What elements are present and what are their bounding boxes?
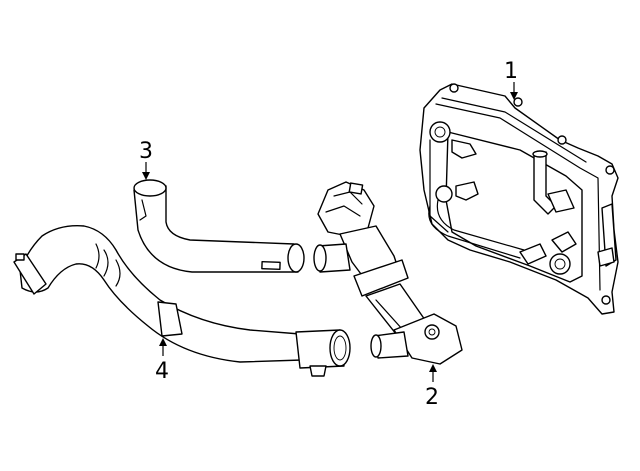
part-3-elbow-hose: [133, 179, 305, 273]
part-2-connector: [313, 181, 463, 365]
part-4-long-hose: [13, 225, 351, 377]
callout-3-label: 3: [139, 139, 153, 164]
callout-4-label: 4: [155, 359, 169, 384]
callout-3: 3: [139, 139, 153, 180]
callout-1-label: 1: [504, 59, 518, 84]
callout-1: 1: [504, 59, 518, 100]
callout-1-arrow: [510, 92, 518, 100]
callout-4-arrow: [159, 338, 167, 346]
callout-3-arrow: [142, 172, 150, 180]
callout-2-label: 2: [425, 385, 439, 410]
callout-4: 4: [155, 338, 169, 384]
callout-2: 2: [425, 364, 439, 410]
callout-2-arrow: [429, 364, 437, 372]
part-1-cooler: [419, 83, 619, 315]
